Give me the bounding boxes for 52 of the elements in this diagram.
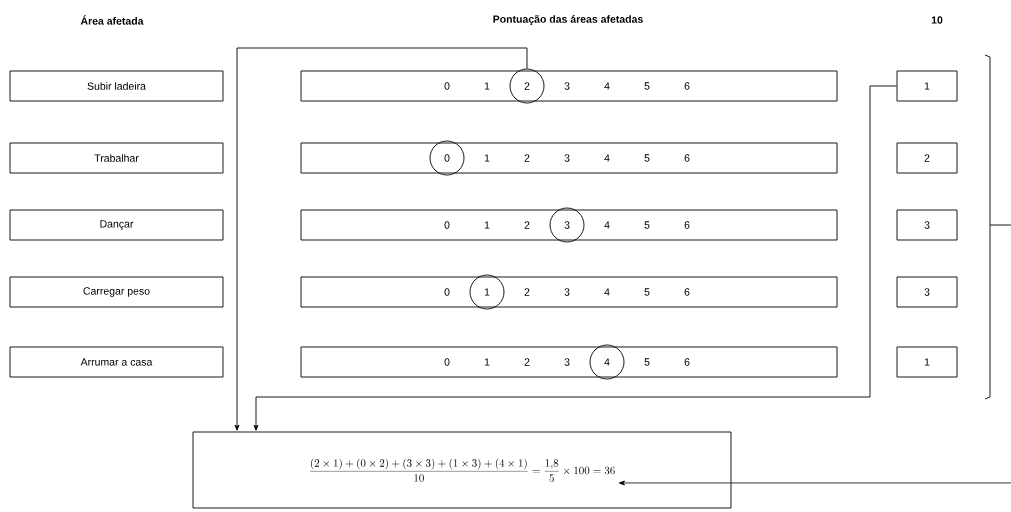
column-heading: 10 (931, 16, 943, 24)
scale-number: 6 (684, 358, 690, 366)
scale-number: 2 (524, 221, 530, 229)
scale-number: 6 (684, 154, 690, 162)
scale-number: 2 (524, 154, 530, 162)
column-heading: Área afetada (80, 15, 144, 25)
column-heading: Pontuação das áreas afetadas (493, 15, 643, 25)
scale-number: 4 (604, 154, 610, 162)
circled-number: 2 (509, 68, 545, 104)
scale-number: 0 (444, 288, 450, 296)
scale-number: 0 (444, 82, 450, 90)
scale-number: 3 (564, 82, 570, 90)
scale-number: 3 (564, 358, 570, 366)
scale-number: 4 (604, 221, 610, 229)
scale-number: 6 (684, 288, 690, 296)
scale-number: 1 (484, 82, 490, 90)
circled-number: 3 (549, 207, 585, 243)
arrow (618, 480, 1011, 486)
score-box: 3 (896, 276, 958, 308)
score-box: 1 (896, 346, 958, 378)
area-box: Dançar (9, 209, 224, 241)
scale-number: 0 (444, 221, 450, 229)
score-box: 1 (896, 70, 958, 102)
scale-number: 0 (444, 358, 450, 366)
scale-number: 6 (684, 221, 690, 229)
circled-number: 1 (469, 274, 505, 310)
scale-number: 5 (644, 288, 650, 296)
scale-number: 1 (484, 154, 490, 162)
scale-number: 1 (484, 358, 490, 366)
arrow (234, 47, 528, 431)
scale-number: 3 (564, 288, 570, 296)
score-box: 2 (896, 142, 958, 174)
formula-box: $\frac{(2\times1) + (0\times2) + (3\times3) + (1\times3) + (4\times1)}{10} = \frac{1{,}8}{5} \times 100 = 36$ (192, 431, 732, 509)
score-box: 3 (896, 209, 958, 241)
area-box: Trabalhar (9, 142, 224, 174)
scale-number: 4 (604, 288, 610, 296)
scale-number: 1 (484, 221, 490, 229)
scale-number: 3 (564, 154, 570, 162)
scale-number: 2 (524, 288, 530, 296)
scale-number: 5 (644, 221, 650, 229)
scale-number: 6 (684, 82, 690, 90)
area-box: Arrumar a casa (9, 346, 224, 378)
circled-number: 4 (589, 344, 625, 380)
scale-number: 5 (644, 358, 650, 366)
arrow (253, 85, 897, 431)
scale-number: 4 (604, 82, 610, 90)
scale-number: 2 (524, 358, 530, 366)
area-box: Carregar peso (9, 276, 224, 308)
circled-number: 0 (429, 140, 465, 176)
area-box: Subir ladeira (9, 70, 224, 102)
scale-number: 5 (644, 82, 650, 90)
scale-number: 5 (644, 154, 650, 162)
